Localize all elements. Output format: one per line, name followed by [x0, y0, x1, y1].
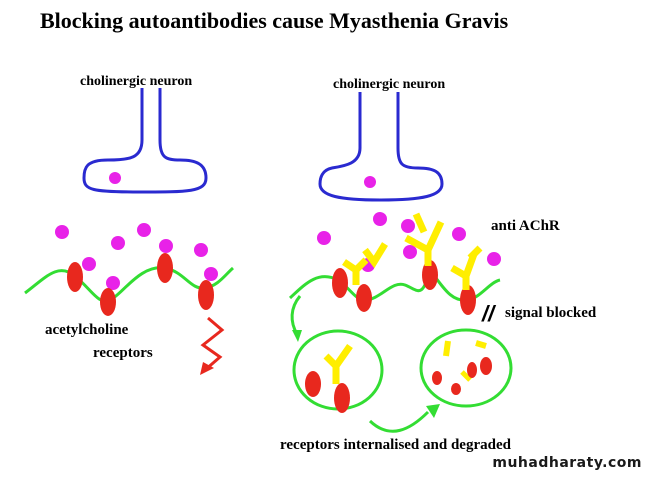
- left-receptors: [67, 253, 214, 316]
- receptor: [67, 262, 83, 292]
- label-receptors-line2: receptors: [93, 345, 153, 361]
- antibody-icon: [362, 242, 388, 269]
- label-internalised: receptors internalised and degraded: [280, 437, 511, 453]
- lysosome-right: [419, 328, 513, 408]
- left-vesicle-ach: [109, 172, 121, 184]
- signal-lightning-icon: [200, 316, 225, 375]
- internalise-arrow: [290, 295, 302, 342]
- antibody-icon: [467, 245, 483, 261]
- fragment: [451, 383, 461, 395]
- degrade-arrow: [368, 404, 440, 433]
- anti-achr-antibodies: [342, 212, 483, 290]
- label-neuron-left: cholinergic neuron: [80, 74, 193, 89]
- ach-molecule: [487, 252, 501, 266]
- fragment: [432, 371, 442, 385]
- right-receptors: [332, 260, 476, 315]
- left-neuron-terminal: [82, 88, 208, 194]
- fragment: [480, 357, 492, 375]
- diagram-title: Blocking autoantibodies cause Myasthenia…: [40, 8, 509, 33]
- receptor: [334, 383, 350, 413]
- receptor: [157, 253, 173, 283]
- ach-molecule: [137, 223, 151, 237]
- antibody-icon: [412, 212, 428, 234]
- ach-molecule: [82, 257, 96, 271]
- label-neuron-right: cholinergic neuron: [333, 77, 446, 92]
- lysosome-fragments: [432, 340, 492, 395]
- ach-molecule: [403, 245, 417, 259]
- ach-molecule: [159, 239, 173, 253]
- ach-molecule: [373, 212, 387, 226]
- fragment: [467, 362, 477, 378]
- ach-molecule: [204, 267, 218, 281]
- receptor: [422, 260, 438, 290]
- ach-molecule: [111, 236, 125, 250]
- receptor: [198, 280, 214, 310]
- label-receptors-line1: acetylcholine: [45, 322, 129, 338]
- blocked-slash-mark: //: [481, 301, 497, 326]
- receptor: [100, 288, 116, 316]
- endosome-left-contents: [305, 343, 353, 413]
- antibody-icon: [404, 220, 445, 266]
- left-ach-molecules: [55, 223, 218, 290]
- ach-molecule: [401, 219, 415, 233]
- label-anti-achr: anti AChR: [491, 218, 560, 234]
- ach-molecule: [55, 225, 69, 239]
- receptor: [356, 284, 372, 312]
- antibody-icon: [342, 257, 369, 285]
- watermark: muhadharaty.com: [492, 455, 642, 471]
- ach-molecule: [194, 243, 208, 257]
- right-vesicle-ach: [364, 176, 376, 188]
- label-signal-blocked: signal blocked: [505, 305, 597, 321]
- ach-molecule: [106, 276, 120, 290]
- antibody-icon: [450, 252, 478, 290]
- receptor: [332, 268, 348, 298]
- right-neuron-terminal: [318, 92, 444, 202]
- receptor: [460, 285, 476, 315]
- ach-molecule: [317, 231, 331, 245]
- receptor: [305, 371, 321, 397]
- ach-molecule: [452, 227, 466, 241]
- right-ach-molecules: [317, 212, 501, 272]
